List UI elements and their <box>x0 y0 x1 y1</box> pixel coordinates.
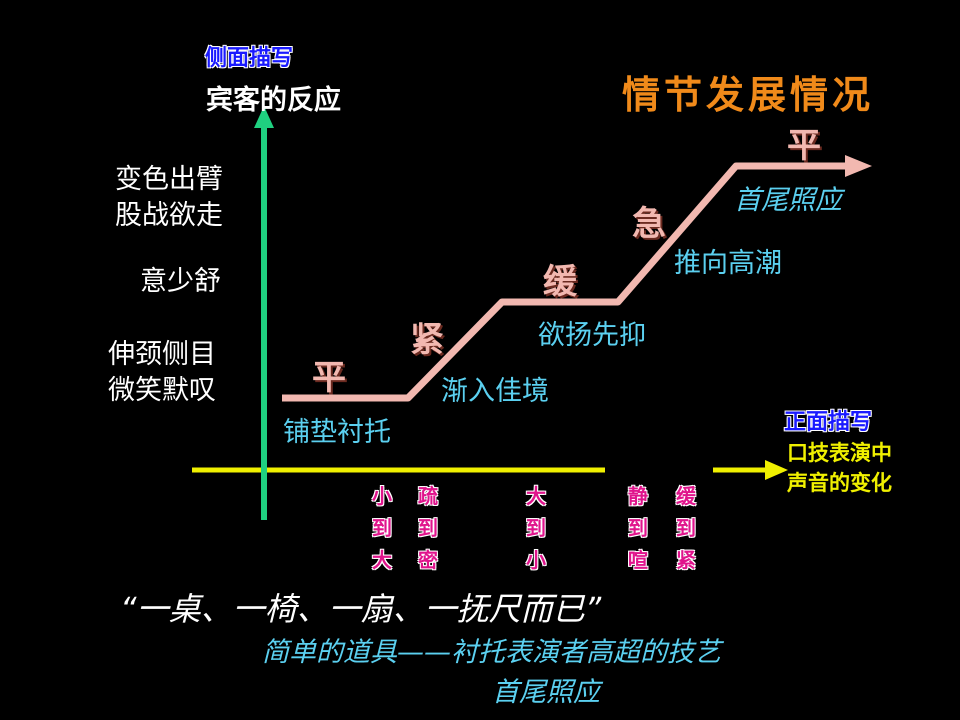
guest-reaction-label: 宾客的反应 <box>206 85 341 116</box>
side-description-label: 侧面描写 <box>205 46 294 71</box>
x-axis-arrowhead <box>765 460 788 480</box>
front-sub: 口技表演中 声音的变化 <box>787 438 892 498</box>
bottom-col-3-mid: 到 <box>526 516 546 540</box>
stage-5-char: 平 <box>787 126 821 166</box>
bottom-col-3: 大 到 小 <box>526 480 546 576</box>
y-axis-arrowhead <box>254 106 274 128</box>
bottom-col-5-bottom: 紧 <box>676 548 696 572</box>
stage-2-char: 紧 <box>410 320 444 360</box>
plot-curve <box>282 162 845 402</box>
bottom-col-5: 缓 到 紧 <box>676 480 696 576</box>
props-explanation: 简单的道具——衬托表演者高超的技艺 <box>262 637 721 668</box>
bottom-col-3-top: 大 <box>526 484 546 508</box>
bottom-col-1-top: 小 <box>372 484 392 508</box>
bottom-col-2-mid: 到 <box>418 516 438 540</box>
reaction-1-line2: 股战欲走 <box>115 200 223 231</box>
reaction-2: 意少舒 <box>140 266 221 297</box>
reaction-3-line1: 伸颈侧目 <box>108 339 216 370</box>
bottom-col-4-top: 静 <box>628 484 648 508</box>
bottom-col-1-mid: 到 <box>372 516 392 540</box>
bottom-col-1: 小 到 大 <box>372 480 392 576</box>
bottom-col-4-bottom: 喧 <box>628 548 648 572</box>
stage-1-char: 平 <box>312 358 346 398</box>
stage-4-label: 推向高潮 <box>674 248 782 279</box>
stage-2-label: 渐入佳境 <box>441 376 549 407</box>
front-sub-line1: 口技表演中 <box>787 441 892 465</box>
stage-4-char: 急 <box>632 204 666 244</box>
props-quote: “一桌、一椅、一扇、一抚尺而已” <box>120 590 602 628</box>
bottom-col-2-bottom: 密 <box>418 548 438 572</box>
bottom-col-3-bottom: 小 <box>526 548 546 572</box>
stage-5-label: 首尾照应 <box>734 185 842 216</box>
front-description-label: 正面描写 <box>784 410 873 435</box>
bottom-col-4: 静 到 喧 <box>628 480 648 576</box>
bottom-col-5-top: 缓 <box>676 484 696 508</box>
reaction-1-line1: 变色出臂 <box>115 164 223 195</box>
bottom-col-4-mid: 到 <box>628 516 648 540</box>
closing-note: 首尾照应 <box>492 677 600 708</box>
stage-3-label: 欲扬先抑 <box>538 320 646 351</box>
bottom-col-5-mid: 到 <box>676 516 696 540</box>
bottom-col-2-top: 疏 <box>418 484 438 508</box>
reaction-3: 伸颈侧目 微笑默叹 <box>108 337 216 409</box>
stage-3-char: 缓 <box>543 262 577 302</box>
stage-1-label: 铺垫衬托 <box>283 417 391 448</box>
reaction-1: 变色出臂 股战欲走 <box>115 162 223 234</box>
plot-curve-arrowhead <box>845 155 872 177</box>
reaction-3-line2: 微笑默叹 <box>108 375 216 406</box>
bottom-col-2: 疏 到 密 <box>418 480 438 576</box>
diagram-title: 情节发展情况 <box>622 72 875 117</box>
bottom-col-1-bottom: 大 <box>372 548 392 572</box>
front-sub-line2: 声音的变化 <box>787 471 892 495</box>
